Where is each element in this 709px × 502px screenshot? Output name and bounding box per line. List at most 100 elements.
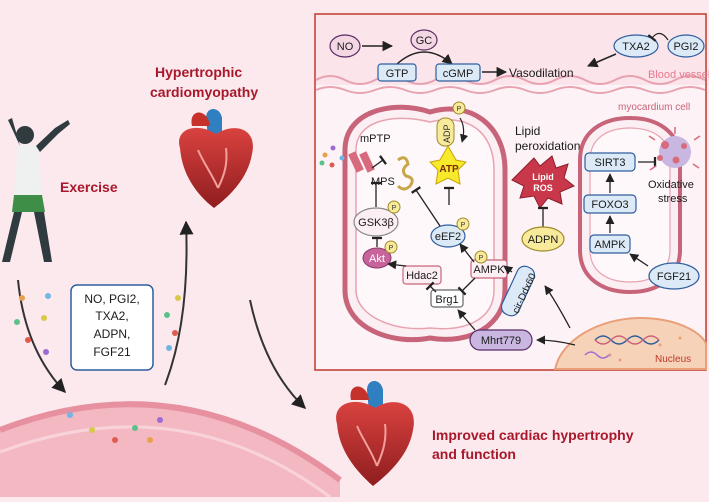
adp-phospho — [452, 101, 466, 115]
ampk-left-label: AMPK — [473, 264, 505, 276]
cirddx60-node — [500, 265, 536, 317]
adpn-label: ADPN — [528, 234, 559, 246]
sirt3-label: SIRT3 — [595, 157, 626, 169]
oxidative-stress-icon — [648, 127, 701, 171]
ampk-left-phospho-label: P — [479, 255, 484, 262]
gc-node — [410, 29, 438, 51]
adp-phospho-label: P — [457, 106, 462, 113]
foxo3-label: FOXO3 — [591, 199, 628, 211]
mptp-label: mPTP — [360, 133, 391, 145]
akt-phospho — [384, 240, 398, 254]
secreted-factors-box — [70, 284, 154, 371]
pgi2-node — [667, 34, 705, 58]
adp-node — [436, 117, 455, 147]
gsk3b-label: GSK3β — [358, 217, 394, 229]
arrow-nucleus-to-cirddx60 — [544, 285, 571, 329]
oxidative-stress-line2: stress — [658, 193, 688, 205]
eef2-phospho-label: P — [461, 222, 466, 229]
inhibit-eef2-to-mps — [411, 186, 441, 227]
arrow-exercise-to-vessel — [17, 279, 66, 394]
arrow-hdac2-to-akt — [387, 260, 407, 270]
exercise-label: Exercise — [60, 179, 118, 195]
inhibit-brg1-to-hdac2 — [425, 281, 437, 293]
arrow-gtp-to-cgmp — [396, 51, 453, 65]
inhibit-pgi2-txa2 — [647, 32, 669, 42]
arrow-adp-to-atp — [459, 117, 469, 143]
vessel-wall-bottom — [315, 86, 706, 94]
gtp-node — [377, 63, 417, 82]
eef2-label: eEF2 — [435, 231, 461, 243]
fgf21-label: FGF21 — [657, 271, 691, 283]
factor-dots — [14, 293, 181, 443]
exercise-person-icon — [2, 118, 70, 262]
akt-node — [362, 247, 392, 269]
lipid-ros-burst — [511, 155, 575, 209]
hypertrophic-title-line1: Hypertrophic — [155, 64, 242, 80]
improved-title-line2: and function — [432, 446, 516, 462]
adp-label: ADP — [442, 124, 452, 143]
arrow-txa2-to-vasodilation — [587, 53, 617, 68]
ampk-left-phospho — [474, 250, 488, 264]
mhrt779-node — [469, 329, 533, 351]
improved-title-line1: Improved cardiac hypertrophy — [432, 427, 634, 443]
mptp-channel — [348, 151, 375, 173]
lipid-peroxidation-line1: Lipid — [515, 124, 540, 138]
mps-label: MPS — [371, 176, 395, 188]
improved-heart-icon — [336, 381, 414, 486]
oxidative-stress-line1: Oxidative — [648, 179, 694, 191]
akt-label: Akt — [369, 253, 385, 265]
dna-icon — [584, 335, 660, 359]
gtp-label: GTP — [386, 68, 409, 80]
adpn-node — [521, 226, 565, 252]
arrow-fgf21-to-ampk — [629, 253, 649, 267]
ampk-right-node — [589, 234, 631, 254]
inhibit-ampk-to-brg1 — [457, 277, 476, 296]
gsk3b-phospho — [387, 200, 401, 214]
blood-vessel-label: Blood vessel — [648, 69, 709, 81]
no-label: NO — [337, 41, 354, 53]
lipid-peroxidation-line2: peroxidation — [515, 139, 580, 153]
arrow-vessel-to-heart — [164, 220, 194, 386]
gsk3b-node — [353, 207, 399, 237]
mitochondrion-icon — [342, 104, 508, 343]
released-dots — [319, 145, 345, 168]
ampk-right-label: AMPK — [594, 239, 626, 251]
cgmp-label: cGMP — [443, 68, 474, 80]
vessel-arc — [0, 404, 340, 497]
gsk3b-phospho-label: P — [392, 205, 397, 212]
akt-phospho-label: P — [389, 245, 394, 252]
vasodilation-label: Vasodilation — [509, 66, 574, 80]
eef2-node — [430, 224, 466, 248]
hdac2-node — [402, 265, 442, 285]
eef2-phospho — [456, 217, 470, 231]
lipid-ros-line1: Lipid — [532, 172, 554, 182]
foxo3-node — [583, 194, 637, 214]
arrow-nucleus-to-mhrt779 — [536, 335, 576, 346]
no-node — [329, 34, 361, 58]
lipid-ros-line2: ROS — [533, 183, 553, 193]
heart-icon — [179, 109, 253, 208]
vessel-arc-wall — [0, 401, 342, 483]
fgf21-node — [648, 262, 700, 290]
factor-line-4: FGF21 — [93, 345, 131, 359]
cgmp-node — [435, 63, 481, 82]
factor-line-3: ADPN, — [94, 327, 131, 341]
nucleus-label: Nucleus — [655, 354, 691, 365]
arrow-ampk-to-eef2 — [459, 243, 475, 263]
factor-line-1: NO, PGI2, — [84, 292, 139, 306]
txa2-label: TXA2 — [622, 41, 650, 53]
hdac2-label: Hdac2 — [406, 270, 438, 282]
brg1-node — [430, 289, 464, 308]
factor-line-2: TXA2, — [95, 309, 128, 323]
mps-complex — [396, 156, 414, 191]
arrow-cirddx60-to-ampk — [503, 265, 514, 275]
atp-label: ATP — [439, 164, 459, 175]
atp-burst — [428, 144, 468, 185]
inhibit-mptp — [371, 155, 387, 169]
brg1-label: Brg1 — [435, 294, 458, 306]
mhrt779-label: Mhrt779 — [481, 335, 521, 347]
vessel-arc-inner — [0, 425, 331, 499]
txa2-node — [613, 34, 659, 58]
hypertrophic-title-line2: cardiomyopathy — [150, 84, 258, 100]
